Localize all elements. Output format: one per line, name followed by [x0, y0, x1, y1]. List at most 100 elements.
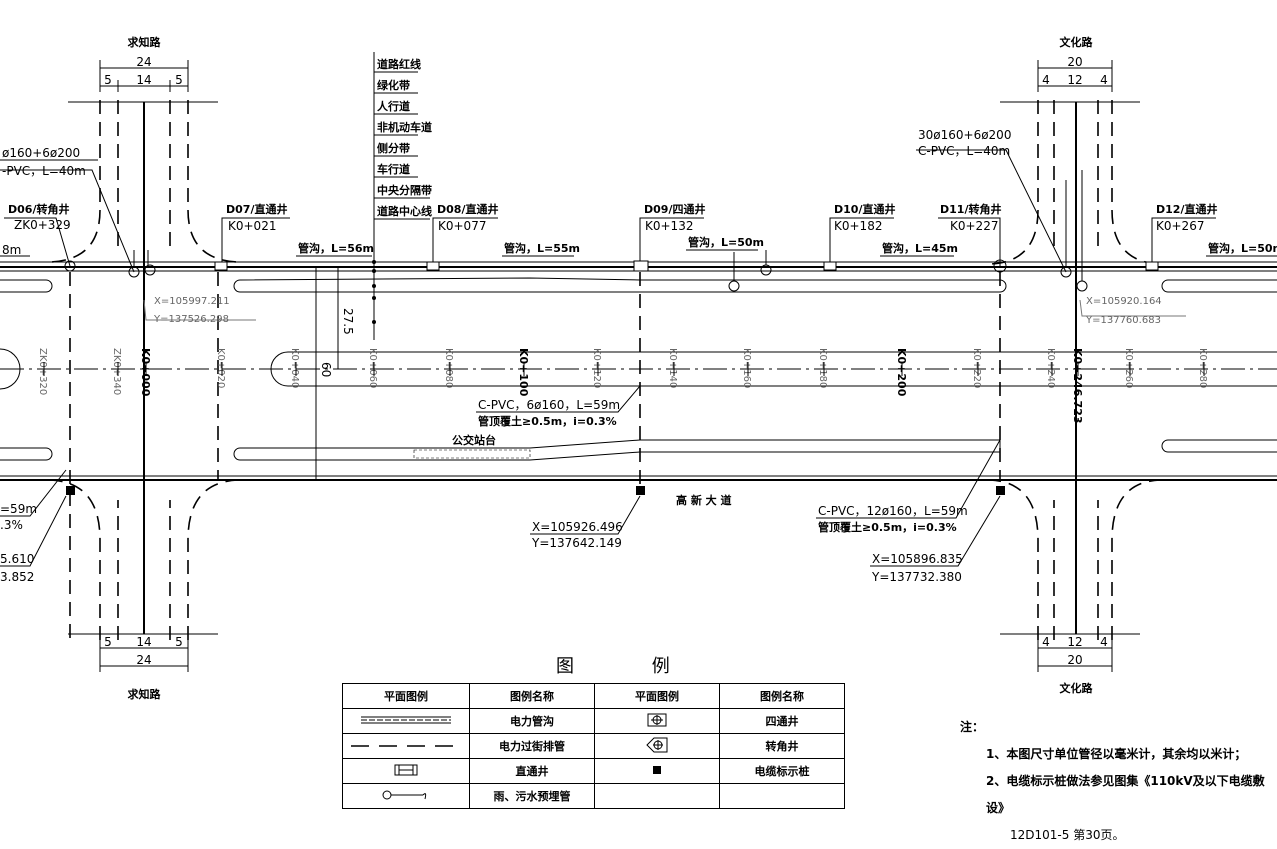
well-d07: D07/直通井 K0+021 — [214, 202, 290, 271]
legend-name: 转角井 — [719, 733, 845, 759]
trench-50m-right: 管沟，L=50m — [1208, 241, 1277, 255]
station-label: K0+246.723 — [1071, 348, 1084, 424]
pipe-top-left-spec: ø160+6ø200 — [2, 146, 80, 160]
trench-45m: 管沟，L=45m — [882, 241, 958, 255]
legend-symbol-corner-well — [594, 733, 720, 759]
legend-name: 电缆标示桩 — [719, 758, 845, 784]
well-d10-station: K0+182 — [834, 219, 882, 233]
note-1: 1、本图尺寸单位管径以毫米计，其余均以米计； — [986, 747, 1247, 761]
legend-name: 雨、污水预埋管 — [469, 783, 595, 809]
coord-3-x: X=105926.496 — [532, 520, 623, 534]
legend-header: 图例名称 — [469, 683, 595, 709]
dim-half-width: 27.5 — [341, 308, 355, 335]
coordinate-labels: X=105997.211 Y=137526.298 X=105920.164 Y… — [0, 296, 1186, 584]
legend-header: 平面图例 — [342, 683, 470, 709]
crossing-mid-spec: C-PVC，6ø160，L=59m — [478, 398, 620, 412]
station-label: K0+040 — [289, 348, 300, 388]
well-d07-station: K0+021 — [228, 219, 276, 233]
legend-row: 直通井 电缆标示桩 — [342, 758, 845, 784]
well-d09-name: D09/四通井 — [644, 202, 705, 216]
coord-5-y: 3.852 — [0, 570, 34, 584]
station-label: K0+020 — [215, 348, 226, 388]
well-d06-name: D06/转角井 — [8, 202, 69, 216]
legend-symbol-cable-marker — [594, 758, 720, 784]
cs-sidewalk: 人行道 — [377, 99, 410, 113]
legend-row: 电力过街排管 转角井 — [342, 733, 845, 759]
pipe-annotations: ø160+6ø200 -PVC，L=40m 30ø160+6ø200 C-PVC… — [0, 128, 1067, 534]
station-label: ZK0+340 — [111, 348, 122, 395]
coord-4-y: Y=137732.380 — [871, 570, 962, 584]
station-label: K0+120 — [591, 348, 602, 388]
cs-median: 中央分隔带 — [377, 183, 432, 197]
well-d09-station: K0+132 — [645, 219, 693, 233]
legend-symbol-four-way-well — [594, 708, 720, 734]
legend-row: 雨、污水预埋管 — [342, 783, 845, 809]
dim-full-width: 60 — [319, 362, 333, 377]
well-d12-station: K0+267 — [1156, 219, 1204, 233]
left-width-part: 5 — [104, 635, 112, 649]
well-d08-station: K0+077 — [438, 219, 486, 233]
crossing-mid-cover: 管顶覆土≥0.5m，i=0.3% — [478, 414, 617, 428]
notes-head: 注： — [960, 720, 985, 734]
legend-name: 四通井 — [719, 708, 845, 734]
legend-name: 电力过街排管 — [469, 733, 595, 759]
trench-56m: 管沟，L=56m — [298, 241, 374, 255]
station-label: ZK0+320 — [37, 348, 48, 395]
legend-symbol-preburied-pipe — [342, 783, 470, 809]
right-width-part: 4 — [1042, 635, 1050, 649]
note-2-cont: 12D101-5 第30页。 — [1010, 828, 1125, 842]
right-width-part: 4 — [1042, 73, 1050, 87]
station-label: K0+080 — [443, 348, 454, 388]
well-d12-name: D12/直通井 — [1156, 202, 1217, 216]
coord-5-x: 5.610 — [0, 552, 34, 566]
bus-stop-label: 公交站台 — [452, 433, 496, 447]
legend-empty — [719, 783, 845, 809]
well-d12: D12/直通井 K0+267 — [1145, 202, 1217, 271]
crossing-right-cover: 管顶覆土≥0.5m，i=0.3% — [818, 520, 957, 534]
pipe-top-left-len: -PVC，L=40m — [2, 164, 86, 178]
station-label: K0+060 — [367, 348, 378, 388]
wells: D06/转角井 ZK0+329 D07/直通井 K0+021 D08/直通井 K… — [4, 202, 1217, 273]
central-median — [270, 351, 1277, 387]
station-marks: ZK0+320ZK0+340K0+000K0+020K0+040K0+060K0… — [37, 348, 1208, 424]
well-d11-station: K0+227 — [950, 219, 998, 233]
crossing-left-cover: .3% — [0, 518, 23, 532]
legend-header: 图例名称 — [719, 683, 845, 709]
left-width-part: 14 — [136, 73, 151, 87]
cross-section-labels: 道路红线 绿化带 人行道 非机动车道 侧分带 车行道 中央分隔带 道路中心线 — [372, 52, 432, 340]
pipe-top-right-len: C-PVC，L=40m — [918, 144, 1010, 158]
bus-stop-hatch — [413, 449, 531, 459]
trench-55m: 管沟，L=55m — [504, 241, 580, 255]
crossing-right-spec: C-PVC，12ø160，L=59m — [818, 504, 968, 518]
trench-50m: 管沟，L=50m — [688, 235, 764, 249]
legend-symbol-trench — [342, 708, 470, 734]
right-road-name-bottom: 文化路 — [1060, 681, 1094, 695]
cs-side-separator: 侧分带 — [377, 141, 410, 155]
station-label: K0+260 — [1123, 348, 1134, 388]
left-width-total: 24 — [136, 653, 151, 667]
coord-2-y: Y=137760.683 — [1085, 315, 1161, 326]
coord-3-y: Y=137642.149 — [531, 536, 622, 550]
cs-red-line: 道路红线 — [377, 57, 421, 71]
station-label: K0+140 — [667, 348, 678, 388]
well-d10-name: D10/直通井 — [834, 202, 895, 216]
right-width-part: 4 — [1100, 73, 1108, 87]
legend-symbol-crossing-pipe — [342, 733, 470, 759]
trench-left-partial: 8m — [2, 243, 21, 257]
coord-1-x: X=105997.211 — [154, 296, 230, 307]
crossing-left-spec: =59m — [0, 502, 37, 516]
trench-labels: 8m 管沟，L=56m 管沟，L=55m 管沟，L=50m 管沟，L=45m 管… — [0, 235, 1277, 257]
right-road-name-top: 文化路 — [1060, 35, 1094, 49]
left-road-name-bottom: 求知路 — [128, 687, 162, 701]
right-width-part: 4 — [1100, 635, 1108, 649]
cs-bike-lane: 非机动车道 — [377, 120, 432, 134]
pipeline-plan-drawing: 24 5 14 5 求知路 5 14 5 24 求知路 20 4 12 4 文化… — [0, 35, 1277, 701]
preburied-pipes — [128, 170, 1088, 292]
left-cross-street — [49, 100, 239, 640]
right-width-part: 12 — [1067, 635, 1082, 649]
well-d06: D06/转角井 ZK0+329 — [4, 202, 76, 272]
right-width-dims: 20 4 12 4 文化路 4 12 4 20 文化路 — [1037, 35, 1113, 695]
legend-name: 直通井 — [469, 758, 595, 784]
station-label: K0+180 — [817, 348, 828, 388]
left-width-total: 24 — [136, 55, 151, 69]
